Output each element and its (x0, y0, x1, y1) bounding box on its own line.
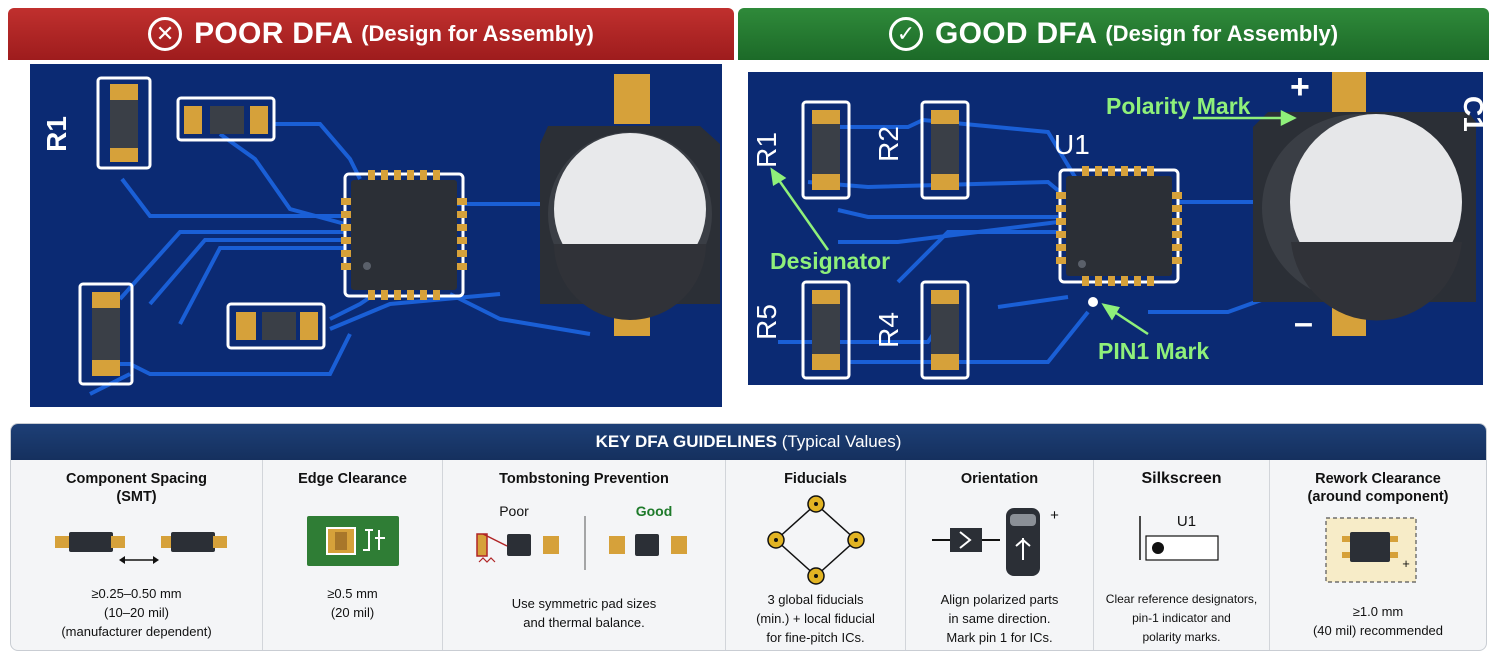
poor-pcb-drawing: R1 (41, 74, 720, 396)
edge-clearance-illustration (307, 516, 399, 566)
guideline-title: Orientation (960, 471, 1039, 487)
good-r4-resistor (920, 280, 970, 380)
guideline-value-1: Align polarized parts (940, 592, 1059, 607)
good-ic-chip (1056, 166, 1182, 307)
good-r5-resistor (801, 280, 851, 380)
good-traces (778, 117, 1279, 364)
poor-title: POOR DFA (194, 17, 354, 50)
pin1-mark-annotation: PIN1 Mark (1098, 338, 1209, 364)
good-pcb-board: R1 R2 R5 R4 U1 C1 + – Polarity Mark Desi… (748, 72, 1483, 385)
poor-r4-resistor (226, 302, 326, 350)
tombstone-poor-label: Poor (499, 503, 529, 519)
good-silkscreen-labels: R1 R2 R5 R4 U1 C1 + – (751, 72, 1483, 348)
good-plus-mark: + (1290, 72, 1310, 106)
check-circle-icon: ✓ (888, 17, 923, 51)
guideline-value-1: ≥1.0 mm (1352, 604, 1404, 619)
tombstoning-illustration (476, 516, 687, 570)
spacing-illustration (55, 532, 227, 564)
guideline-value-2: and thermal balance. (523, 615, 645, 630)
good-annotations: Polarity Mark Designator PIN1 Mark (770, 93, 1251, 364)
guideline-value-3: (manufacturer dependent) (61, 624, 212, 639)
tombstone-good-label: Good (635, 503, 673, 519)
guideline-title: Silkscreen (1141, 470, 1222, 487)
orientation-illustration (932, 508, 1040, 576)
designator-annotation: Designator (770, 248, 890, 274)
good-capacitor (1253, 72, 1476, 336)
guideline-value-1: ≥0.25–0.50 mm (91, 586, 182, 601)
poor-r1-resistor (96, 76, 152, 170)
poor-traces (89, 122, 591, 396)
guideline-rework-clearance: Rework Clearance (around component) + ≥1… (1270, 460, 1486, 650)
good-c1-label: C1 (1458, 96, 1483, 132)
guideline-value-2: in same direction. (948, 611, 1051, 626)
good-title: GOOD DFA (934, 17, 1098, 50)
x-circle-icon: ✕ (148, 17, 183, 51)
guideline-value-1: ≥0.5 mm (327, 586, 378, 601)
silkscreen-ref-label: U1 (1176, 513, 1197, 530)
guideline-title: Component Spacing (66, 471, 207, 487)
guideline-value-1: Clear reference designators, (1105, 592, 1258, 606)
good-minus-mark: – (1294, 304, 1313, 342)
good-dfa-banner: ✓ GOOD DFA (Design for Assembly) (738, 8, 1489, 60)
good-r2-resistor (920, 100, 970, 200)
guidelines-header-note: (Typical Values) (781, 432, 902, 451)
guideline-value-1: Use symmetric pad sizes (511, 596, 657, 611)
guideline-value-2: pin-1 indicator and (1132, 611, 1231, 625)
guideline-value-2: (min.) + local fiducial (756, 611, 875, 626)
poor-ic-chip (341, 170, 467, 300)
guideline-value-2: (20 mil) (330, 605, 375, 620)
good-r1-resistor (801, 100, 851, 200)
guideline-fiducials: Fiducials 3 global fiducials (min.) + lo… (726, 460, 906, 650)
guideline-component-spacing: Component Spacing (SMT) ≥0.25–0.50 mm (1… (11, 460, 263, 650)
guideline-title-sub: (around component) (1307, 489, 1449, 505)
good-r4-label: R4 (873, 312, 904, 348)
poor-subtitle: (Design for Assembly) (361, 21, 594, 46)
good-u1-label: U1 (1054, 129, 1090, 160)
guideline-value-3: Mark pin 1 for ICs. (946, 630, 1053, 645)
polarity-mark-annotation: Polarity Mark (1106, 93, 1251, 119)
guideline-title: Tombstoning Prevention (499, 471, 669, 487)
poor-r5-resistor (78, 282, 134, 386)
guideline-title: Rework Clearance (1315, 471, 1441, 487)
fiducials-illustration (767, 495, 865, 585)
guideline-edge-clearance: Edge Clearance ≥0.5 mm (20 mil) (263, 460, 443, 650)
good-r5-label: R5 (751, 304, 782, 340)
orientation-plus-mark: + (1050, 507, 1059, 524)
guideline-title-sub: (SMT) (116, 489, 157, 505)
poor-pcb-board: R1 (30, 64, 722, 407)
guideline-value-2: (40 mil) recommended (1312, 623, 1444, 638)
rework-clearance-illustration (1325, 517, 1417, 583)
guidelines-header: KEY DFA GUIDELINES (Typical Values) (11, 424, 1486, 460)
rework-plus-mark: + (1402, 556, 1410, 571)
guideline-value-3: for fine-pitch ICs. (766, 630, 865, 645)
poor-r1-label: R1 (41, 116, 72, 152)
poor-r2-resistor (176, 96, 276, 142)
guideline-orientation: Orientation + Align polarized parts in s… (906, 460, 1094, 650)
guideline-title: Fiducials (784, 471, 847, 487)
guideline-title: Edge Clearance (298, 471, 407, 487)
guideline-value-3: polarity marks. (1142, 630, 1221, 644)
guideline-value-1: 3 global fiducials (767, 592, 864, 607)
good-pcb-drawing: R1 R2 R5 R4 U1 C1 + – Polarity Mark Desi… (751, 72, 1483, 380)
guidelines-panel: KEY DFA GUIDELINES (Typical Values) Comp… (10, 423, 1487, 651)
good-subtitle: (Design for Assembly) (1105, 21, 1339, 46)
good-r2-label: R2 (873, 126, 904, 162)
good-r1-label: R1 (751, 132, 782, 168)
guideline-tombstoning: Tombstoning Prevention Poor Good Use sym… (443, 460, 726, 650)
poor-dfa-banner: ✕ POOR DFA (Design for Assembly) (8, 8, 734, 60)
guidelines-header-title: KEY DFA GUIDELINES (595, 432, 777, 451)
guideline-value-2: (10–20 mil) (103, 605, 170, 620)
silkscreen-illustration (1139, 516, 1219, 561)
poor-capacitor (540, 74, 720, 336)
guideline-silkscreen: Silkscreen U1 Clear reference designator… (1094, 460, 1270, 650)
good-annotation-arrows (770, 109, 1297, 336)
